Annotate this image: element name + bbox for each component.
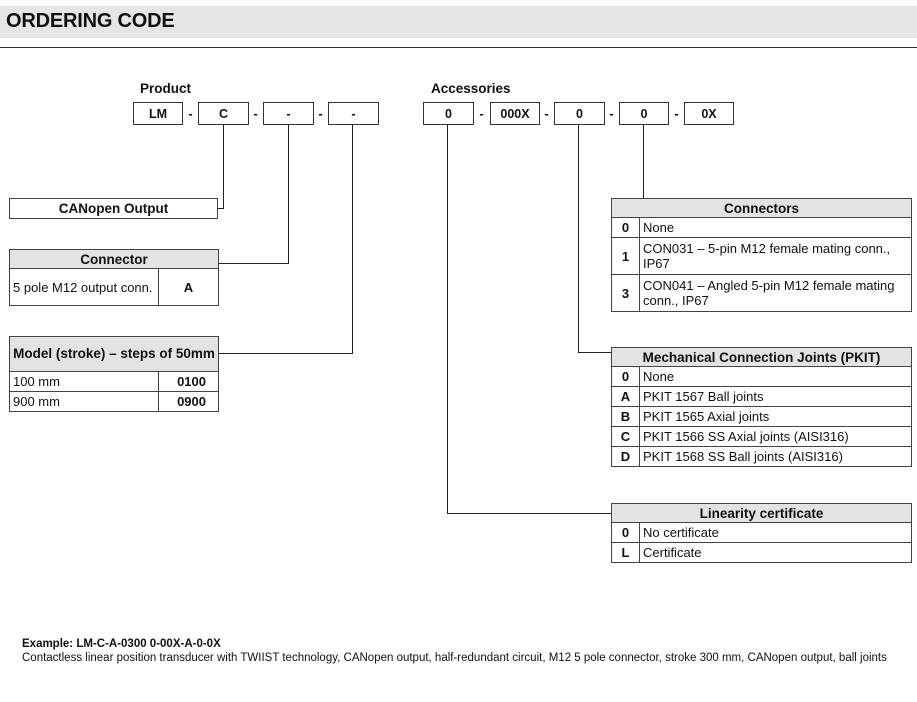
leader-line	[218, 353, 353, 354]
code-box-connector: -	[263, 102, 314, 125]
table-row: 0 No certificate	[611, 522, 912, 543]
code-box-model: -	[328, 102, 379, 125]
table-header: Connector	[9, 249, 219, 269]
row-description: PKIT 1566 SS Axial joints (AISI316)	[639, 426, 912, 447]
section-header: ORDERING CODE	[0, 6, 917, 38]
row-description: 5 pole M12 output conn.	[9, 268, 159, 306]
table-header: Mechanical Connection Joints (PKIT)	[611, 347, 912, 367]
row-description: CON031 – 5-pin M12 female mating conn., …	[638, 237, 913, 275]
row-code: A	[611, 386, 640, 407]
leader-line	[223, 125, 224, 208]
row-description: PKIT 1567 Ball joints	[639, 386, 912, 407]
table-row: 100 mm 0100	[9, 371, 219, 392]
row-code: 0100	[158, 371, 219, 392]
code-separator: -	[479, 106, 484, 121]
row-code: D	[611, 446, 640, 467]
row-description: 100 mm	[9, 371, 159, 392]
row-description: None	[638, 217, 913, 238]
leader-line	[447, 125, 448, 514]
row-code: 0900	[158, 391, 219, 412]
code-separator: -	[188, 106, 193, 121]
code-separator: -	[318, 106, 323, 121]
row-code: A	[158, 268, 219, 306]
leader-line	[578, 125, 579, 353]
table-row: B PKIT 1565 Axial joints	[611, 406, 912, 427]
code-separator: -	[544, 106, 549, 121]
page-title: ORDERING CODE	[6, 10, 175, 32]
row-description: CON041 – Angled 5-pin M12 female mating …	[638, 274, 913, 312]
code-box-connectors: 0	[619, 102, 669, 125]
row-description: None	[639, 366, 912, 387]
row-code: 0	[611, 217, 640, 238]
table-row: D PKIT 1568 SS Ball joints (AISI316)	[611, 446, 912, 467]
accessories-label: Accessories	[431, 81, 511, 96]
table-row: 900 mm 0900	[9, 391, 219, 412]
leader-line	[352, 125, 353, 354]
table-header: Connectors	[610, 198, 913, 218]
leader-line	[643, 125, 644, 198]
table-row: C PKIT 1566 SS Axial joints (AISI316)	[611, 426, 912, 447]
row-description: No certificate	[639, 522, 912, 543]
table-row: 1 CON031 – 5-pin M12 female mating conn.…	[611, 237, 913, 275]
connector-table: Connector 5 pole M12 output conn. A	[9, 249, 219, 306]
table-row: L Certificate	[611, 542, 912, 563]
leader-line	[218, 208, 224, 209]
model-table: Model (stroke) – steps of 50mm 100 mm 01…	[9, 336, 219, 412]
table-row: 5 pole M12 output conn. A	[9, 268, 219, 306]
code-box-suffix: 0X	[684, 102, 734, 125]
row-description: PKIT 1568 SS Ball joints (AISI316)	[639, 446, 912, 467]
code-separator: -	[609, 106, 614, 121]
row-code: 3	[611, 274, 640, 312]
table-row: A PKIT 1567 Ball joints	[611, 386, 912, 407]
code-box-fixed: 000X	[490, 102, 540, 125]
row-description: 900 mm	[9, 391, 159, 412]
code-box-pkit: 0	[554, 102, 605, 125]
leader-line	[218, 263, 289, 264]
row-code: L	[611, 542, 640, 563]
row-code: 0	[611, 366, 640, 387]
table-header: Linearity certificate	[611, 503, 912, 523]
connectors-table: Connectors 0 None 1 CON031 – 5-pin M12 f…	[610, 198, 913, 312]
row-description: PKIT 1565 Axial joints	[639, 406, 912, 427]
table-row: 3 CON041 – Angled 5-pin M12 female matin…	[611, 274, 913, 312]
example-description: Contactless linear position transducer w…	[22, 652, 887, 664]
output-box: CANopen Output	[9, 198, 218, 219]
leader-line	[288, 125, 289, 263]
row-code: 1	[611, 237, 640, 275]
table-row: 0 None	[611, 366, 912, 387]
table-row: 0 None	[611, 217, 913, 238]
table-header: Model (stroke) – steps of 50mm	[9, 336, 219, 372]
row-code: C	[611, 426, 640, 447]
code-box-linearity: 0	[423, 102, 474, 125]
code-box-product: LM	[133, 102, 183, 125]
leader-line	[447, 513, 611, 514]
row-description: Certificate	[639, 542, 912, 563]
row-code: 0	[611, 522, 640, 543]
example-title: Example: LM-C-A-0300 0-00X-A-0-0X	[22, 638, 221, 650]
example-block: Example: LM-C-A-0300 0-00X-A-0-0X Contac…	[22, 637, 907, 665]
pkit-table: Mechanical Connection Joints (PKIT) 0 No…	[611, 347, 912, 467]
header-divider	[0, 47, 917, 48]
code-box-output: C	[198, 102, 249, 125]
leader-line	[578, 352, 611, 353]
linearity-table: Linearity certificate 0 No certificate L…	[611, 503, 912, 563]
code-separator: -	[253, 106, 258, 121]
row-code: B	[611, 406, 640, 427]
code-separator: -	[674, 106, 679, 121]
product-label: Product	[140, 81, 192, 96]
